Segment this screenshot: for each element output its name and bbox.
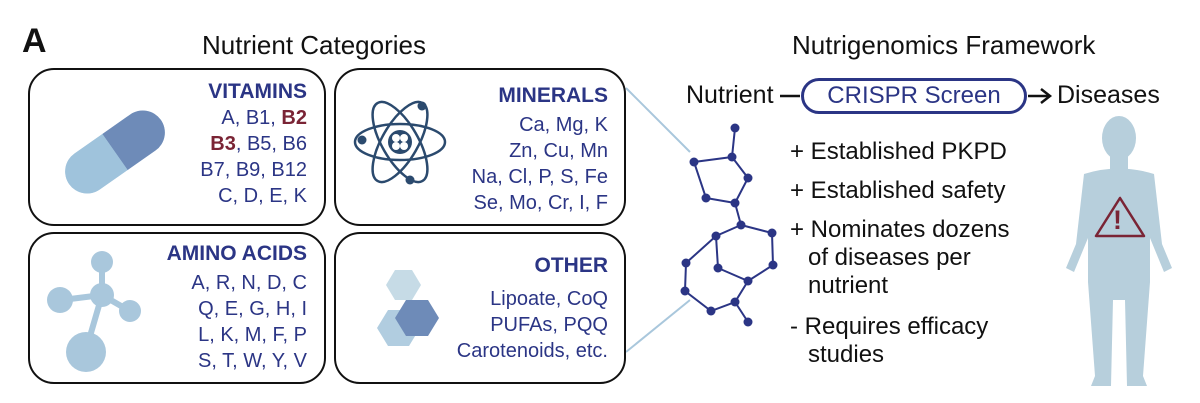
vitamins-box [28, 68, 326, 226]
crispr-screen-box: CRISPR Screen [801, 78, 1027, 114]
bullet-requires-efficacy-line-2: studies [808, 341, 885, 368]
vitamin-b3-highlight: B3 [210, 133, 236, 155]
other-line-3: Carotenoids, etc. [456, 340, 608, 362]
nutrigenomics-framework-heading: Nutrigenomics Framework [792, 30, 1096, 60]
panel-label: A [22, 22, 47, 60]
warning-exclamation: ! [1113, 205, 1122, 235]
minerals-box [334, 68, 626, 226]
hexagon-cluster-icon [377, 270, 439, 346]
minerals-line-1: Ca, Mg, K [519, 114, 608, 136]
vitamins-title: VITAMINS [208, 80, 307, 103]
vitamins-line-4: C, D, E, K [218, 185, 307, 207]
minerals-line-3: Na, Cl, P, S, Fe [471, 166, 608, 188]
connector-line-bottom [625, 299, 691, 353]
vitamins-line-1-text: A, B1, [221, 107, 282, 129]
connector-line-top [625, 87, 691, 153]
nutrient-label: Nutrient [686, 81, 774, 109]
other-box [334, 232, 626, 384]
vitamins-line-1: A, B1, B2 [221, 105, 307, 131]
amino-acids-line-3: L, K, M, F, P [198, 324, 307, 346]
minerals-title: MINERALS [498, 84, 608, 107]
bullet-nominates-line-3: nutrient [808, 272, 889, 299]
vitamins-line-3: B7, B9, B12 [200, 159, 307, 181]
amino-acids-title: AMINO ACIDS [166, 242, 307, 265]
bullet-nominates-line-1: + Nominates dozens [790, 216, 1010, 243]
bullet-requires-efficacy-line-1: - Requires efficacy [790, 313, 989, 340]
vitamins-line-2: B3, B5, B6 [210, 131, 307, 157]
warning-triangle-icon [1094, 196, 1146, 238]
diseases-label: Diseases [1057, 81, 1160, 109]
arrow-head-icon [1040, 88, 1053, 104]
minerals-line-2: Zn, Cu, Mn [509, 140, 608, 162]
amino-acids-line-1: A, R, N, D, C [191, 272, 307, 294]
other-line-1: Lipoate, CoQ [490, 288, 608, 310]
bullet-established-pkpd: + Established PKPD [790, 138, 1007, 165]
atom-icon [353, 100, 447, 185]
molecule-icon [47, 251, 141, 372]
human-silhouette-icon [1066, 116, 1172, 386]
minerals-line-4: Se, Mo, Cr, I, F [473, 192, 608, 214]
other-title: OTHER [534, 254, 609, 277]
nutrient-categories-heading: Nutrient Categories [202, 30, 426, 60]
other-line-2: PUFAs, PQQ [490, 314, 608, 336]
amino-acids-line-4: S, T, W, Y, V [198, 350, 307, 372]
vitamin-b2-highlight: B2 [281, 107, 307, 129]
bullet-established-safety: + Established safety [790, 177, 1006, 204]
amino-acids-line-2: Q, E, G, H, I [198, 298, 307, 320]
pill-icon [65, 110, 165, 194]
bullet-nominates-line-2: of diseases per [808, 244, 971, 271]
vitamins-line-2-text: , B5, B6 [235, 133, 307, 155]
amino-acids-box [28, 232, 326, 384]
chemical-structure-atoms [680, 123, 778, 327]
